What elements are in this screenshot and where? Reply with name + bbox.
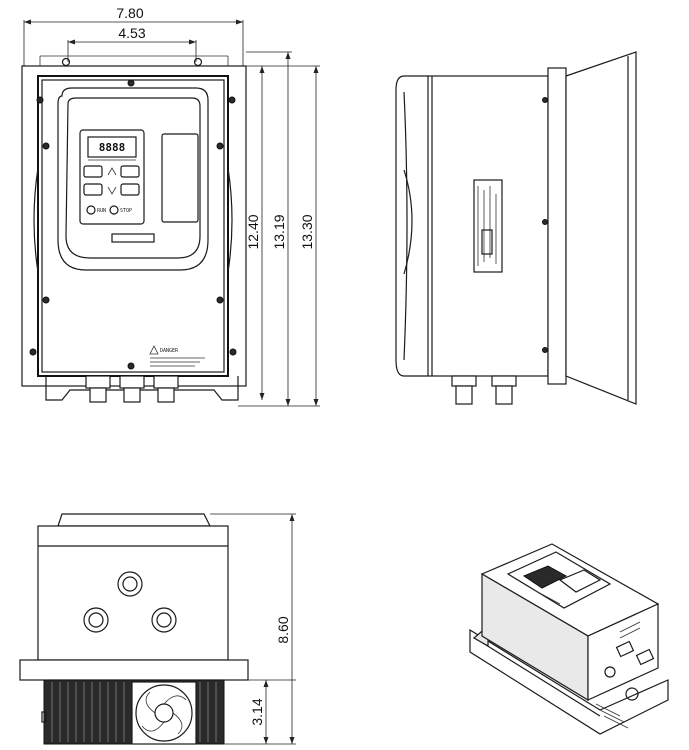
stop-key-icon[interactable] [109,205,119,215]
bottom-cable-glands [83,571,177,633]
cable-gland-icon [151,607,177,633]
dim-hole-spacing: 4.53 [67,25,197,62]
cable-gland-icon [89,387,107,403]
cable-gland-icon [119,375,145,389]
cable-gland-icon [455,385,473,405]
iso-cable-glands [604,640,655,678]
dim-label-total-height: 13.30 [299,214,315,249]
side-cable-glands [451,375,517,405]
dim-bottom-heights: 8.60 3.14 [210,513,296,745]
front-cable-glands [85,375,179,403]
warning-label-title: DANGER [160,348,179,354]
side-nameplate [473,179,503,273]
cable-gland-icon [451,375,477,387]
cable-gland-icon [615,640,635,658]
run-key-label: RUN [97,208,106,214]
dim-label-bottom-heatsink: 3.14 [249,698,265,725]
dim-label-bottom-total: 8.60 [275,616,291,643]
iso-mount-hole-icon [625,687,639,701]
stop-key-label: STOP [120,208,132,214]
side-flange [547,67,567,385]
down-arrow-icon[interactable] [107,186,117,195]
blank-window [161,133,199,223]
display-readout: 8888 [99,141,126,154]
cable-gland-icon [635,648,655,666]
dim-label-mid-height: 13.19 [271,214,287,249]
cable-gland-icon [491,375,517,387]
fan-icon [135,684,193,742]
cable-gland-icon [85,375,111,389]
display-window [87,136,137,158]
name-plate [111,233,155,243]
dim-front-width: 7.80 [23,5,244,70]
key-button[interactable] [120,183,140,196]
side-view [395,51,637,405]
front-view: 7.80 4.53 [21,5,320,407]
dim-label-inner-height: 12.40 [245,214,261,249]
bottom-flange [19,659,249,681]
enclosure-inner-frame [41,79,225,373]
cable-gland-icon [117,571,143,597]
up-arrow-icon[interactable] [107,167,117,176]
mount-hole-icon [61,57,71,67]
cable-gland-icon [123,387,141,403]
key-button[interactable] [83,183,103,196]
keypad-keys: RUN STOP [83,165,140,215]
cable-gland-icon [157,387,175,403]
isometric-view [469,543,669,735]
base-feet [45,376,239,401]
front-screws [29,79,237,370]
dim-label-front-width: 7.80 [116,5,143,21]
warning-triangle-icon [149,345,159,355]
mount-hole-icon [193,57,203,67]
side-heatsink [565,51,637,405]
cable-gland-icon [153,375,179,389]
cable-gland-icon [83,607,109,633]
run-key-icon[interactable] [86,205,96,215]
nameplate-rect [473,179,503,273]
cooling-fan [131,681,197,745]
dim-label-hole-spacing: 4.53 [118,25,145,41]
cable-gland-icon [495,385,513,405]
bottom-view: 8.60 3.14 [19,513,296,745]
warning-label: DANGER [149,345,205,367]
dim-front-heights: 12.40 13.19 13.30 [238,51,320,407]
key-button[interactable] [120,165,140,178]
key-button[interactable] [83,165,103,178]
